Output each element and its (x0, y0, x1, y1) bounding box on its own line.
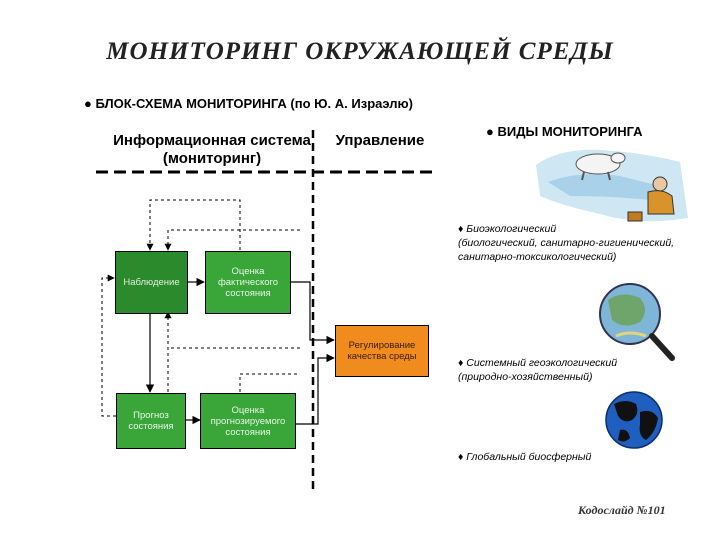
management-header: Управление (335, 132, 425, 149)
arrow-forecast-regulation (296, 353, 335, 425)
box-observation: Наблюдение (115, 251, 188, 314)
types-heading-text: ВИДЫ МОНИТОРИНГА (497, 124, 643, 139)
type-item-1: ♦ Биоэкологический (биологический, санит… (458, 222, 708, 264)
feedback-top-inner (164, 229, 300, 251)
type-item-1-line3: санитарно-токсикологический) (458, 251, 617, 263)
type-item-1-line1: ♦ Биоэкологический (458, 223, 557, 235)
bullet-icon: ● (486, 124, 494, 139)
type-item-2-line1: ♦ Системный геоэкологический (458, 357, 618, 369)
info-system-header: Информационная система (мониторинг) (96, 132, 328, 168)
box-assessment-forecast: Оценка прогнозируемого состояния (200, 393, 296, 449)
types-heading: ● ВИДЫ МОНИТОРИНГА (486, 124, 643, 139)
feedback-bottom (239, 373, 300, 392)
scheme-heading: ● БЛОК-СХЕМА МОНИТОРИНГА (по Ю. А. Израэ… (84, 96, 413, 111)
feedback-left (101, 274, 116, 417)
type-item-2: ♦ Системный геоэкологический (природно-х… (458, 356, 708, 384)
box-regulation: Регулирование качества среды (335, 325, 429, 377)
scheme-heading-text: БЛОК-СХЕМА МОНИТОРИНГА (по Ю. А. Израэлю… (95, 96, 413, 111)
type-item-1-line2: (биологический, санитарно-гигиенический, (458, 237, 675, 249)
page-title: МОНИТОРИНГ ОКРУЖАЮЩЕЙ СРЕДЫ (106, 38, 614, 65)
bullet-icon: ● (84, 96, 92, 111)
box-assessment-actual: Оценка фактического состояния (205, 251, 291, 314)
info-system-line1: Информационная система (113, 132, 311, 149)
arrow-assess-regulation (290, 281, 335, 345)
type-item-3: ♦ Глобальный биосферный (458, 450, 708, 464)
footer-caption: Кодослайд №101 (578, 503, 666, 517)
info-system-line2: (мониторинг) (162, 150, 262, 167)
type-item-3-line1: ♦ Глобальный биосферный (458, 451, 592, 463)
box-forecast: Прогноз состояния (116, 393, 186, 449)
type-item-2-line2: (природно-хозяйственный) (458, 371, 593, 383)
feedback-top-outer (146, 199, 241, 251)
